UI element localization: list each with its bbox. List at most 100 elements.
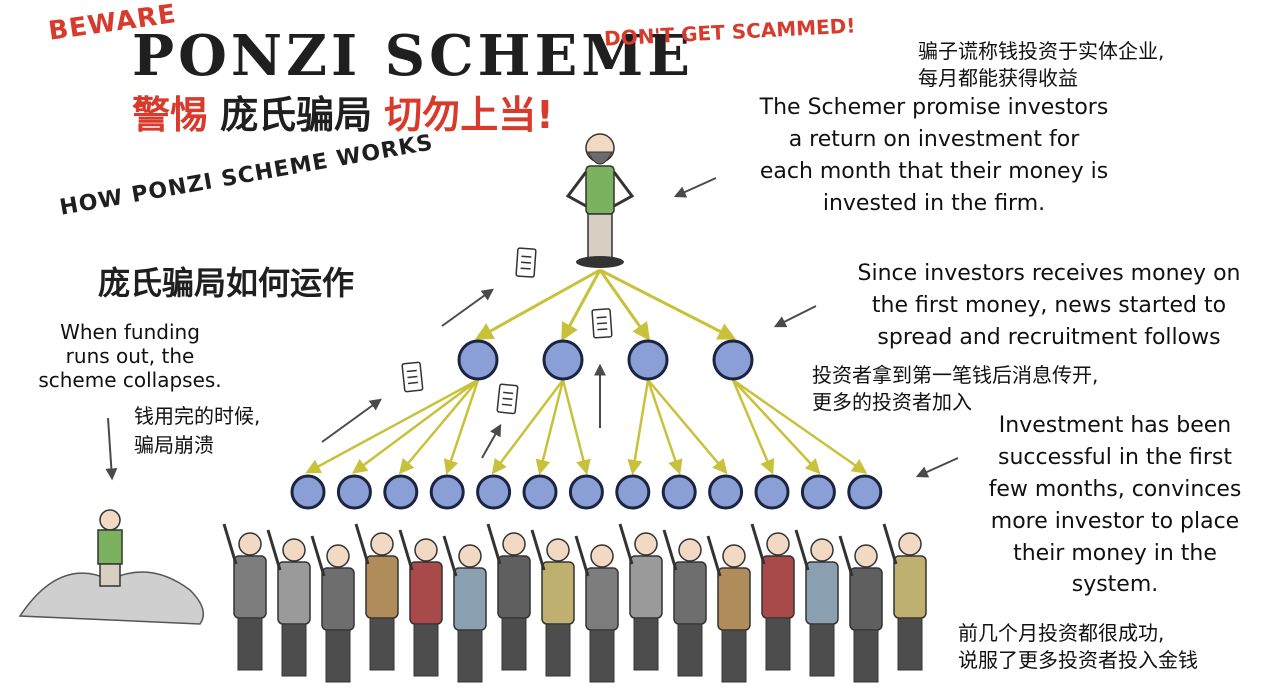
collapse-cn-line: 钱用完的时候, xyxy=(134,404,261,428)
investor-raised-arm xyxy=(530,529,546,571)
collapsed-figure-head xyxy=(99,509,121,531)
success-en-line: their money in the xyxy=(1013,540,1217,566)
schemer-shoes xyxy=(576,256,624,268)
flow-arrow xyxy=(443,379,480,475)
investor-head xyxy=(854,544,878,568)
success-cn-line: 说服了更多投资者投入金钱 xyxy=(958,648,1198,672)
investor-legs xyxy=(237,617,263,671)
flow-arrow xyxy=(491,379,564,475)
investor-raised-arm xyxy=(618,523,634,565)
investor-node xyxy=(568,474,604,510)
investor-head xyxy=(678,538,702,562)
money-note-icon xyxy=(496,383,519,415)
pointer-arrow-money-up-1 xyxy=(441,288,494,327)
investor-body xyxy=(585,567,619,631)
investor-legs xyxy=(457,629,483,683)
investor-raised-arm xyxy=(354,523,370,565)
investor-body xyxy=(849,567,883,631)
cn-headline: 警惕 庞氏骗局 切勿上当! xyxy=(132,96,554,134)
investor-node xyxy=(383,474,419,510)
flow-arrow xyxy=(627,379,650,475)
collapse-caption-en: When funding runs out, the scheme collap… xyxy=(20,320,240,392)
recruit-en-line: spread and recruitment follows xyxy=(877,324,1221,350)
investor-node xyxy=(476,474,512,510)
promise-cn-line: 每月都能获得收益 xyxy=(918,66,1078,90)
success-en-line: system. xyxy=(1071,572,1159,598)
investor-raised-arm xyxy=(574,535,590,577)
investor-raised-arm xyxy=(662,529,678,571)
investor-body xyxy=(673,561,707,625)
success-en-line: few months, convinces xyxy=(988,476,1242,502)
recruit-caption-en: Since investors receives money on the fi… xyxy=(834,258,1264,354)
investor-body xyxy=(321,567,355,631)
investor-raised-arm xyxy=(398,529,414,571)
investor-body xyxy=(893,555,927,619)
investor-head xyxy=(238,532,262,556)
investor-node xyxy=(542,339,584,381)
success-en-line: more investor to place xyxy=(990,508,1240,534)
recruit-cn-line: 投资者拿到第一笔钱后消息传开, xyxy=(812,363,1099,387)
recruit-cn-line: 更多的投资者加入 xyxy=(812,390,972,414)
second-investor-nodes xyxy=(290,474,883,510)
schemer-arms xyxy=(565,171,635,208)
success-caption-en: Investment has been successful in the fi… xyxy=(970,410,1260,601)
investor-legs xyxy=(413,623,439,677)
collapse-caption-cn: 钱用完的时候, 骗局崩溃 xyxy=(134,402,260,460)
flow-arrow xyxy=(561,269,602,342)
investor-legs xyxy=(545,623,571,677)
investor-body xyxy=(805,561,839,625)
money-note-icon xyxy=(515,247,537,278)
investor-head xyxy=(502,532,526,556)
pointer-arrow-recruit xyxy=(773,305,817,328)
investor-head xyxy=(810,538,834,562)
cn-headline-part3: 切勿上当! xyxy=(384,93,554,137)
investor-node xyxy=(522,474,558,510)
investor-head xyxy=(590,544,614,568)
investor-body xyxy=(761,555,795,619)
pointer-arrow-money-up-2 xyxy=(321,398,382,443)
investor-legs xyxy=(589,629,615,683)
investor-node xyxy=(712,339,754,381)
recruit-caption-cn: 投资者拿到第一笔钱后消息传开, 更多的投资者加入 xyxy=(812,362,1232,416)
investor-raised-arm xyxy=(706,535,722,577)
promise-caption-cn: 骗子谎称钱投资于实体企业, 每月都能获得收益 xyxy=(918,38,1248,92)
investor-raised-arm xyxy=(266,529,282,571)
page-title: PONZI SCHEME xyxy=(132,23,694,89)
investor-body xyxy=(365,555,399,619)
pointer-arrow-money-up-4 xyxy=(481,423,502,459)
promise-en-line: a return on investment for xyxy=(788,126,1080,152)
promise-cn-line: 骗子谎称钱投资于实体企业, xyxy=(918,39,1165,63)
flow-arrow xyxy=(535,379,565,475)
flow-arrow xyxy=(351,378,479,474)
how-it-works-cn: 庞氏骗局如何运作 xyxy=(98,264,355,302)
recruit-en-line: Since investors receives money on xyxy=(857,261,1241,286)
investor-node xyxy=(429,474,465,510)
investor-node xyxy=(847,474,883,510)
investor-node xyxy=(754,474,790,510)
investor-head xyxy=(766,532,790,556)
flow-arrow xyxy=(646,379,683,475)
money-notes xyxy=(401,247,613,415)
investor-head xyxy=(634,532,658,556)
promise-caption-en: The Schemer promise investors a return o… xyxy=(724,92,1144,220)
investor-head xyxy=(546,538,570,562)
investor-legs xyxy=(809,623,835,677)
investor-legs xyxy=(281,623,307,677)
investor-body xyxy=(629,555,663,619)
collapse-en-line: scheme collapses. xyxy=(38,368,222,392)
schemer-to-investor-arrows xyxy=(474,268,737,342)
flow-arrow xyxy=(305,378,479,474)
flow-arrow xyxy=(732,378,868,474)
money-note-icon xyxy=(401,361,424,393)
investor-node xyxy=(661,474,697,510)
investor-legs xyxy=(501,617,527,671)
first-investor-nodes xyxy=(457,339,754,381)
investor-node xyxy=(290,474,326,510)
money-note-icon xyxy=(591,308,613,339)
investor-head xyxy=(326,544,350,568)
investor-legs xyxy=(765,617,791,671)
investor-head xyxy=(370,532,394,556)
promise-en-line: The Schemer promise investors xyxy=(759,95,1109,120)
investor-head xyxy=(414,538,438,562)
investor-raised-arm xyxy=(882,523,898,565)
